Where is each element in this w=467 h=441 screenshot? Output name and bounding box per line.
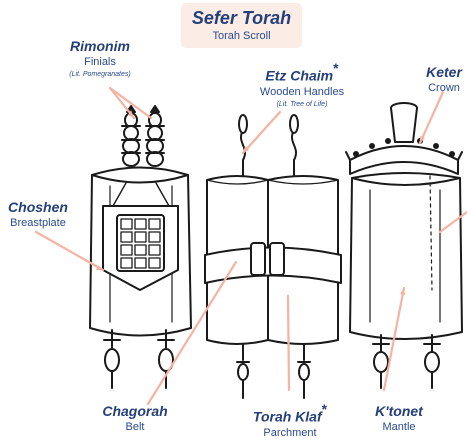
pointer-keter [420, 92, 443, 143]
torah-klaf-heading: Torah Klaf* [240, 403, 340, 426]
keter-translation: Crown [417, 81, 467, 96]
etz-chaim-term: Etz Chaim [265, 68, 333, 84]
ktonet-translation: Mantle [369, 420, 429, 435]
title-box: Sefer Torah Torah Scroll [181, 3, 302, 48]
pointer-klaf [288, 296, 289, 390]
label-rimonim: Rimonim Finials (Lit. Pomegranates) [50, 38, 150, 80]
etz-chaim-note: (Lit. Tree of Life) [247, 100, 357, 110]
torah-klaf-asterisk: * [322, 401, 327, 417]
rimonim-translation: Finials [50, 55, 150, 70]
chagorah-translation: Belt [95, 420, 175, 435]
illustration-lines [90, 103, 462, 398]
pointer-etz-chaim [243, 112, 280, 153]
middle-scroll [205, 115, 341, 398]
rimonim-term: Rimonim [50, 38, 150, 55]
etz-chaim-heading: Etz Chaim* [247, 62, 357, 85]
title-subheading: Torah Scroll [181, 29, 302, 43]
rimonim-note: (Lit. Pomegranates) [50, 70, 150, 80]
ktonet-term: K'tonet [369, 403, 429, 420]
etz-chaim-translation: Wooden Handles [247, 85, 357, 100]
choshen-translation: Breastplate [0, 216, 76, 231]
label-keter: Keter Crown [417, 64, 467, 96]
label-choshen: Choshen Breastplate [0, 199, 76, 231]
choshen-term: Choshen [0, 199, 76, 216]
title-heading: Sefer Torah [181, 7, 302, 29]
right-scroll [346, 103, 462, 388]
etz-chaim-asterisk: * [333, 60, 338, 76]
label-etz-chaim: Etz Chaim* Wooden Handles (Lit. Tree of … [247, 62, 357, 110]
label-torah-klaf: Torah Klaf* Parchment [240, 403, 340, 441]
label-ktonet: K'tonet Mantle [369, 403, 429, 435]
left-scroll [90, 106, 191, 388]
label-chagorah: Chagorah Belt [95, 403, 175, 435]
torah-klaf-term: Torah Klaf [253, 409, 322, 425]
keter-term: Keter [417, 64, 467, 81]
chagorah-term: Chagorah [95, 403, 175, 420]
torah-klaf-translation: Parchment [240, 426, 340, 441]
